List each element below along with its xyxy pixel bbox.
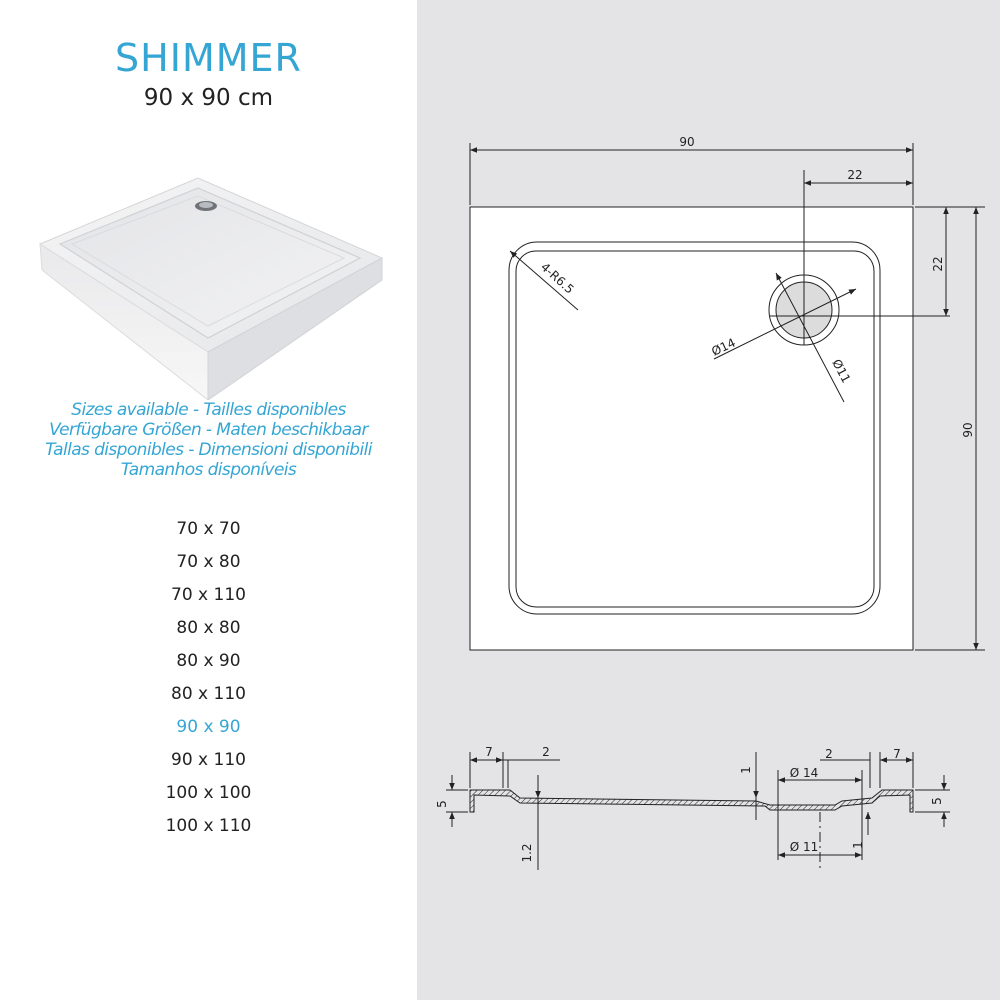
rim-right-label: 7 [893, 747, 901, 761]
size-item: 70 x 80 [176, 552, 241, 572]
language-line: Tamanhos disponíveis [120, 460, 297, 480]
shower-tray-image [38, 177, 383, 400]
section-view [446, 752, 950, 870]
size-list: 70 x 70 70 x 80 70 x 110 80 x 80 80 x 90… [0, 515, 417, 845]
size-item: 90 x 110 [171, 750, 246, 770]
size-item: 70 x 70 [176, 519, 241, 539]
size-item: 90 x 90 [176, 717, 241, 737]
basin-inner [515, 250, 875, 608]
rim-left-label: 7 [485, 745, 493, 759]
plan-height-label: 90 [961, 422, 975, 437]
product-dimensions: 90 x 90 cm [143, 85, 274, 111]
size-item: 80 x 80 [176, 618, 241, 638]
basin-outer [508, 241, 881, 615]
thickness-top-label: 1 [739, 766, 753, 774]
language-line: Sizes available - Tailles disponibles [71, 400, 346, 420]
technical-drawing: 90 22 90 22 4-R6.5 Ø14 Ø11 [435, 135, 985, 870]
section-drain-outer-label: Ø 14 [790, 766, 819, 780]
language-line: Tallas disponibles - Dimensioni disponib… [45, 440, 372, 460]
step-left-label: 2 [542, 745, 550, 759]
plan-drain-y-label: 22 [931, 256, 945, 271]
height-right-label: 5 [930, 797, 944, 805]
step-right-label: 2 [825, 747, 833, 761]
language-line: Verfügbare Größen - Maten beschikbaar [49, 420, 368, 440]
size-item: 100 x 110 [165, 816, 252, 836]
bottom-thickness-label: 1 [851, 841, 865, 849]
section-drain-inner-label: Ø 11 [790, 840, 819, 854]
size-item: 100 x 100 [165, 783, 252, 803]
plan-view [469, 143, 985, 651]
size-item: 80 x 90 [176, 651, 241, 671]
info-panel: SHIMMER 90 x 90 cm Sizes available - Tai… [0, 0, 417, 1000]
size-item: 70 x 110 [171, 585, 246, 605]
sizes-available-heading: Sizes available - Tailles disponibles Ve… [0, 400, 417, 480]
size-item: 80 x 110 [171, 684, 246, 704]
section-profile [469, 789, 914, 813]
height-left-label: 5 [435, 800, 449, 808]
product-name: SHIMMER [115, 36, 302, 80]
floor-thickness-label: 1.2 [520, 843, 534, 862]
plan-drain-x-label: 22 [847, 168, 862, 182]
plan-width-label: 90 [679, 135, 694, 149]
